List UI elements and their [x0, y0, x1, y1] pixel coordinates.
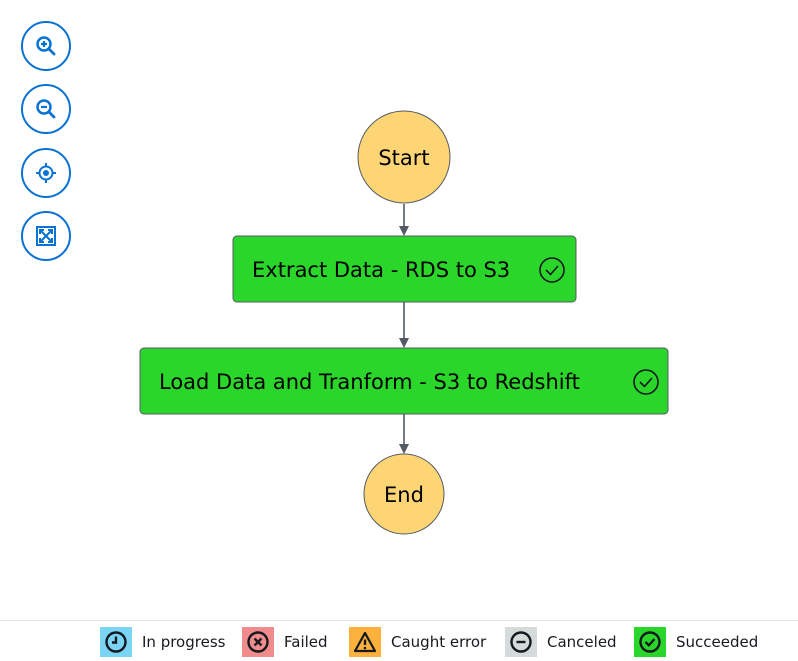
legend-item-failed: Failed	[242, 627, 328, 657]
state-box	[232, 235, 577, 303]
fit-to-screen-icon	[36, 226, 56, 246]
end-circle	[363, 453, 445, 535]
legend-label: Caught error	[391, 633, 487, 651]
state-label: Load Data and Tranform - S3 to Redshift	[159, 370, 580, 394]
workflow-graph: Start Extract Data - RDS to S3 Load Data…	[139, 110, 669, 535]
zoom-in-button[interactable]	[21, 21, 71, 71]
warning-icon	[349, 627, 381, 657]
x-circle-icon	[242, 627, 274, 657]
state-label: Extract Data - RDS to S3	[252, 258, 510, 282]
status-legend: In progress Failed Caught error	[0, 620, 798, 661]
end-node[interactable]: End	[363, 453, 445, 535]
legend-label: Succeeded	[676, 633, 759, 651]
legend-item-caught-error: Caught error	[349, 627, 486, 657]
state-load-data[interactable]: Load Data and Tranform - S3 to Redshift	[139, 347, 669, 415]
check-circle-icon	[539, 257, 565, 283]
zoom-out-button[interactable]	[21, 84, 71, 134]
legend-label: Failed	[284, 633, 328, 651]
center-icon	[36, 163, 56, 183]
legend-label: Canceled	[547, 633, 617, 651]
zoom-out-icon	[36, 99, 56, 119]
fit-to-screen-button[interactable]	[21, 211, 71, 261]
state-box	[139, 347, 669, 415]
legend-item-in-progress: In progress	[100, 627, 225, 657]
zoom-in-icon	[36, 36, 56, 56]
legend-item-canceled: Canceled	[505, 627, 617, 657]
state-extract-data[interactable]: Extract Data - RDS to S3	[232, 235, 577, 303]
legend-item-succeeded: Succeeded	[634, 627, 758, 657]
start-label: Start	[378, 146, 429, 170]
clock-icon	[100, 627, 132, 657]
check-circle-icon	[633, 369, 659, 395]
check-circle-icon	[634, 627, 666, 657]
start-node[interactable]: Start	[357, 110, 451, 204]
end-label: End	[384, 483, 424, 507]
minus-circle-icon	[505, 627, 537, 657]
start-circle	[357, 110, 451, 204]
legend-label: In progress	[142, 633, 226, 651]
center-button[interactable]	[21, 148, 71, 198]
